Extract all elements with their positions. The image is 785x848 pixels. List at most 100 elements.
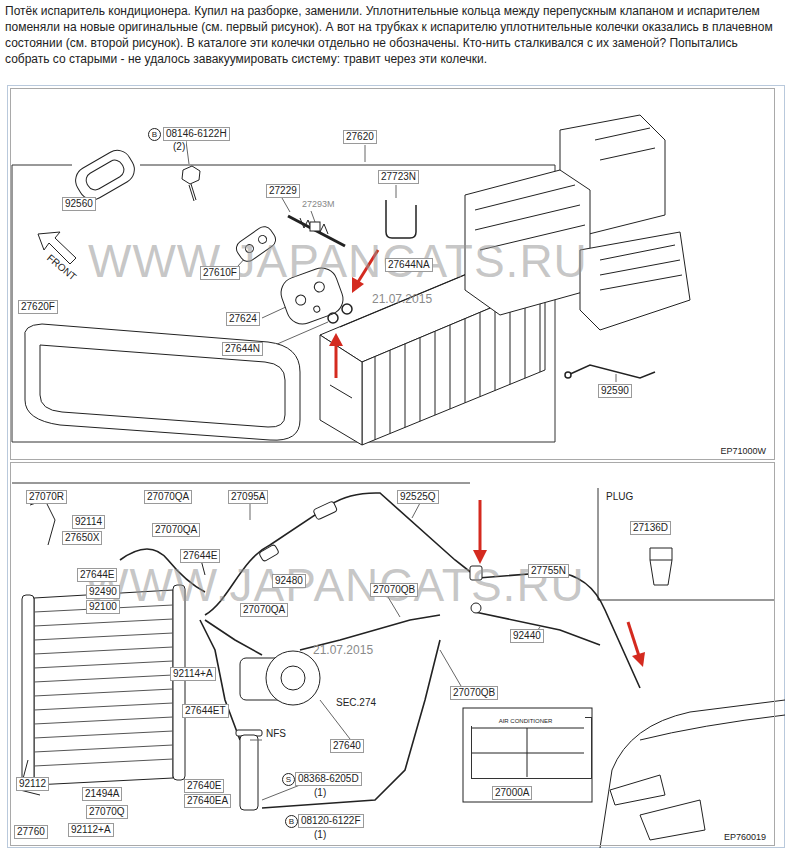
callout-number: 92114+A xyxy=(170,667,216,681)
evaporator xyxy=(320,335,362,445)
o-ring xyxy=(328,313,338,323)
callout-number: 27760 xyxy=(14,825,48,839)
plug xyxy=(650,548,672,585)
sticker-title: AIR CONDITIONER xyxy=(466,716,585,726)
watermark: WWW.JAPANCATS.RU xyxy=(85,560,585,610)
callout-number: 08368-6205D xyxy=(295,772,362,786)
callout-number: 27095A xyxy=(228,490,268,504)
callout-number: 27644E xyxy=(180,549,220,563)
callout-number: 27070Q xyxy=(86,805,128,819)
callout-number: 27070QB xyxy=(450,686,498,700)
red-arrow xyxy=(628,622,639,656)
callout-number: 92114 xyxy=(72,515,105,529)
red-arrow xyxy=(632,652,645,667)
callout-note: (2) xyxy=(172,141,186,153)
callout-number: 27650X xyxy=(62,531,102,545)
catalog-code: EP71000W xyxy=(718,446,768,457)
image-frame xyxy=(8,86,785,848)
callout-number: 08120-6122F xyxy=(298,814,364,828)
refrigerant-pipe xyxy=(205,620,262,655)
callout-number: 27640EA xyxy=(184,794,231,808)
bolt xyxy=(189,184,196,201)
plug xyxy=(650,560,672,561)
callout-note: SEC.274 xyxy=(335,697,377,709)
label-sticker: AIR CONDITIONER xyxy=(471,717,592,779)
label-frame xyxy=(463,708,592,802)
callout-number: 08146-6122H xyxy=(163,127,230,141)
callout-number: 27644E xyxy=(77,568,117,582)
heater-housing xyxy=(465,115,690,330)
callout-number: 27640 xyxy=(330,739,364,753)
insulation-cover xyxy=(25,324,300,440)
red-arrow xyxy=(479,500,482,552)
bolt xyxy=(186,141,189,164)
leader-line xyxy=(396,185,397,198)
leader-line xyxy=(282,198,290,212)
callout-number: 27644N xyxy=(222,342,263,356)
callout-number: 92440 xyxy=(510,629,544,643)
bolt-symbol: B xyxy=(148,128,161,141)
leader-line xyxy=(365,145,366,162)
leader-line xyxy=(262,306,288,318)
label-frame xyxy=(463,708,592,802)
callout-note: NFS xyxy=(265,728,287,740)
gasket xyxy=(71,145,140,204)
receiver-drier xyxy=(236,730,262,810)
red-arrow xyxy=(335,344,338,378)
sensor-clip xyxy=(386,200,416,238)
car-outline xyxy=(600,700,785,848)
leader-line xyxy=(616,374,617,382)
condenser xyxy=(20,500,205,795)
callout-number: 92480 xyxy=(272,574,306,588)
callout-number: 27136D xyxy=(630,521,671,535)
gasket xyxy=(83,157,127,193)
callout-number: 92590 xyxy=(598,384,632,398)
refrigerant-pipe xyxy=(120,493,640,808)
callout-number: 92525Q xyxy=(397,490,439,504)
callout-number: 27070R xyxy=(26,490,67,504)
callout-number: 27640E xyxy=(184,779,224,793)
date-stamp: 21.07.2015 xyxy=(372,292,432,306)
watermark: WWW.JAPANCATS.RU xyxy=(88,236,588,286)
leader-line xyxy=(412,503,420,518)
callout-number: 27644ET xyxy=(182,704,229,718)
callout-number: 27723N xyxy=(378,170,419,184)
sensor-clip xyxy=(310,222,320,231)
callout-note: PLUG xyxy=(605,491,634,503)
heater-housing xyxy=(580,232,690,330)
red-arrow xyxy=(329,333,343,346)
receiver-drier xyxy=(240,735,258,810)
plug xyxy=(650,548,672,585)
callout-note: (1) xyxy=(313,829,327,841)
leader-line xyxy=(250,503,251,520)
callout-number: 27624 xyxy=(226,312,260,326)
insulation-cover xyxy=(25,324,300,440)
callout-number: 92112+A xyxy=(68,823,114,837)
callout-number: 27755N xyxy=(528,564,569,578)
condenser xyxy=(34,590,173,785)
leader-line xyxy=(250,503,540,800)
callout-note: (1) xyxy=(313,787,327,799)
callout-number: 92560 xyxy=(62,197,96,211)
post-text: Потёк испаритель кондиционера. Купил на … xyxy=(5,3,780,67)
expansion-valve xyxy=(313,305,321,313)
leader-line xyxy=(250,740,262,741)
o-ring xyxy=(328,304,352,323)
condenser xyxy=(20,500,205,795)
callout-number: 27070QB xyxy=(370,583,418,597)
callout-number: 92490 xyxy=(86,585,120,599)
car-outline xyxy=(640,800,705,840)
car-outline xyxy=(640,715,785,740)
car-outline xyxy=(610,775,665,805)
callout-number: 21494A xyxy=(82,787,122,801)
callout-number: 27644NA xyxy=(385,258,433,272)
callout-number: 27070QA xyxy=(152,523,200,537)
callout-number: 92100 xyxy=(86,600,120,614)
leader-line xyxy=(262,785,300,800)
compressor xyxy=(266,651,320,705)
group-bracket xyxy=(598,488,775,600)
callout-number: 92112 xyxy=(16,777,49,791)
condenser xyxy=(22,595,34,785)
callout-number: 27610F xyxy=(200,266,240,280)
gasket xyxy=(71,145,140,204)
